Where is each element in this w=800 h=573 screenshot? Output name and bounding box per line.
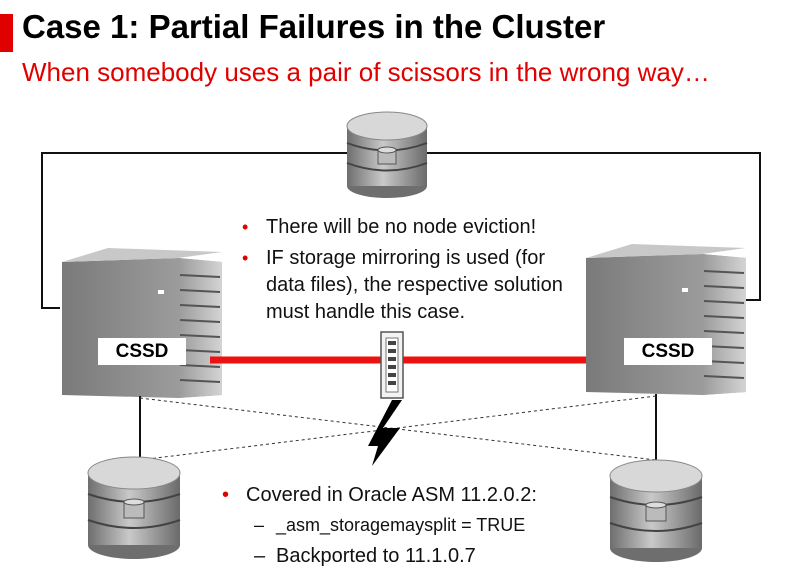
voting-disk-link (41, 152, 350, 309)
bullet-icon: • (242, 217, 249, 237)
accent-bar (0, 14, 13, 52)
network-switch (380, 331, 404, 399)
storage-disk-left (87, 456, 181, 559)
asm-sub-item: – _asm_storagemaysplit = TRUE (222, 510, 537, 541)
dash-icon: – (254, 545, 266, 567)
node-bullets: • There will be no node eviction! • IF s… (242, 214, 582, 326)
bullet-text: There will be no node eviction! (266, 216, 537, 238)
storage-disk-right (609, 459, 703, 562)
bullet-item: • IF storage mirroring is used (for data… (242, 245, 582, 326)
lightning-bolt-icon (368, 400, 402, 466)
bullet-text: IF storage mirroring is used (for data f… (266, 247, 563, 323)
asm-sub-text: _asm_storagemaysplit = TRUE (276, 515, 526, 535)
voting-disk-link-right (425, 152, 761, 301)
bullet-item: • There will be no node eviction! (242, 214, 582, 241)
slide-subtitle: When somebody uses a pair of scissors in… (22, 57, 710, 87)
asm-main-text: Covered in Oracle ASM 11.2.0.2: (246, 484, 537, 506)
server-right (586, 244, 746, 395)
asm-notes: • Covered in Oracle ASM 11.2.0.2: – _asm… (222, 480, 537, 571)
asm-main-item: • Covered in Oracle ASM 11.2.0.2: (222, 480, 537, 510)
dash-icon: – (254, 515, 265, 535)
bullet-icon: • (222, 484, 230, 506)
cssd-label-right: CSSD (624, 338, 712, 365)
storage-disk-top (346, 111, 428, 198)
asm-sub-item: – Backported to 11.1.0.7 (222, 541, 537, 571)
asm-sub-text: Backported to 11.1.0.7 (276, 545, 476, 567)
slide-title: Case 1: Partial Failures in the Cluster (22, 8, 606, 45)
cssd-label-left: CSSD (98, 338, 186, 365)
server-left (62, 248, 222, 398)
bullet-icon: • (242, 248, 249, 268)
